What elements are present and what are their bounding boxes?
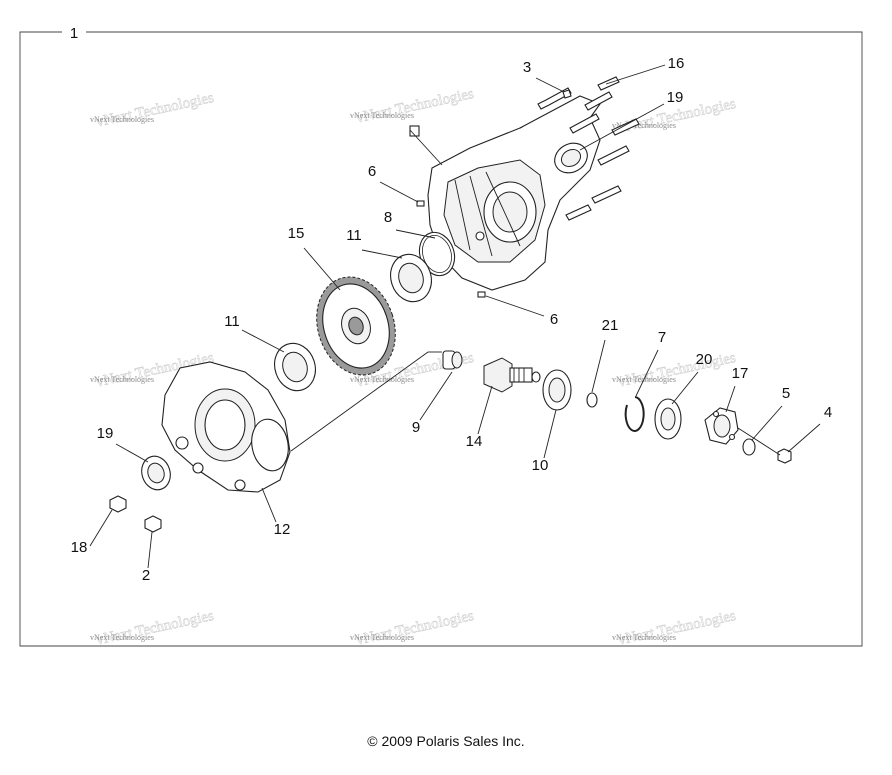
callout-number: 9: [412, 419, 420, 436]
callout-number: 4: [824, 404, 832, 421]
watermark-text: vNext Technologies: [90, 633, 154, 642]
callout-leader-line: [635, 349, 659, 397]
callout-number: 2: [142, 567, 150, 584]
watermark-text: vNext Technologies: [95, 608, 216, 649]
callout-number: 12: [274, 521, 291, 538]
watermark-text: vNext Technologies: [355, 608, 476, 649]
watermark-text: vNext Technologies: [350, 633, 414, 642]
snap-ring-7: [624, 396, 645, 432]
callout-number: 20: [696, 351, 713, 368]
callout-leader-line: [147, 531, 153, 569]
callout-number: 19: [667, 89, 684, 106]
callout-leader-line: [395, 229, 436, 239]
lower-housing: [161, 361, 291, 493]
callout-number: 10: [532, 457, 549, 474]
seal-20: [654, 398, 682, 440]
callout-number: 18: [71, 539, 88, 556]
callout-number: 3: [523, 59, 531, 76]
watermark-text: vNext Technologies: [90, 115, 154, 124]
housing-bolts: [409, 76, 640, 221]
callout-leader-line: [751, 405, 783, 441]
bearing-11-upper: [390, 253, 432, 303]
callout-leader-line: [725, 385, 736, 413]
watermark-text: vNext Technologies: [612, 121, 676, 130]
callout-leader-line: [241, 329, 285, 353]
callout-leader-line: [579, 103, 665, 151]
dowel-pin: [416, 200, 425, 207]
callout-number: 5: [782, 385, 790, 402]
callout-number: 15: [288, 225, 305, 242]
watermark-text: vNext Technologies: [355, 86, 476, 127]
callout-number: 6: [368, 163, 376, 180]
callout-leader-line: [303, 247, 341, 291]
callout-leader-line: [787, 423, 821, 453]
washer-21: [586, 392, 598, 408]
callout-leader-line: [419, 371, 453, 421]
callout-layer: 3 16 19 6 8 11 15 6 11 21 7 20 17 5 4 9 14 10 19 12 18 2: [71, 55, 833, 584]
watermark-text: vNext Technologies: [350, 111, 414, 120]
needle-bearing-9: [442, 350, 463, 370]
watermark-text: vNext Technologies: [350, 375, 414, 384]
plug-2: [144, 515, 162, 533]
callout-number: 19: [97, 425, 114, 442]
watermark-text: vNext Technologies: [617, 350, 738, 391]
callout-number: 16: [668, 55, 685, 72]
seal-19-lower: [141, 455, 171, 491]
callout-leader-line: [115, 443, 149, 463]
callout-number: 11: [346, 227, 362, 244]
watermark-text: vNext Technologies: [95, 90, 216, 131]
callout-leader-line: [379, 181, 419, 203]
callout-leader-line: [591, 339, 606, 393]
flange-17: [704, 407, 739, 445]
callout-number: 14: [466, 433, 483, 450]
washer-5: [742, 438, 756, 456]
dowel-pin: [477, 291, 486, 298]
callout-number: 21: [602, 317, 619, 334]
nut-4: [777, 448, 792, 464]
callout-leader-line: [89, 509, 113, 547]
callout-number: 6: [550, 311, 558, 328]
callout-leader-line: [605, 64, 666, 85]
callout-number: 7: [658, 329, 666, 346]
bearing-10: [542, 369, 572, 411]
callout-leader-line: [535, 77, 565, 93]
diagram-frame: 1: [19, 25, 863, 647]
callout-number: 17: [732, 365, 749, 382]
bearing-11-lower: [274, 342, 316, 392]
callout-leader-line: [261, 487, 277, 523]
watermark-text: vNext Technologies: [612, 633, 676, 642]
ring-gear-15: [316, 276, 396, 376]
copyright-text: © 2009 Polaris Sales Inc.: [367, 733, 525, 749]
frame-label: 1: [70, 25, 78, 42]
callout-leader-line: [361, 249, 403, 259]
plug-18: [109, 495, 127, 513]
callout-leader-line: [671, 371, 699, 405]
callout-leader-line: [477, 385, 493, 435]
callout-number: 11: [224, 313, 240, 330]
watermark-text: vNext Technologies: [90, 375, 154, 384]
watermark-text: vNext Technologies: [617, 608, 738, 649]
callout-leader-line: [543, 409, 557, 459]
callout-leader-line: [485, 295, 545, 317]
seal-19-upper: [554, 142, 588, 174]
callout-number: 8: [384, 209, 392, 226]
pinion-14: [483, 357, 541, 393]
